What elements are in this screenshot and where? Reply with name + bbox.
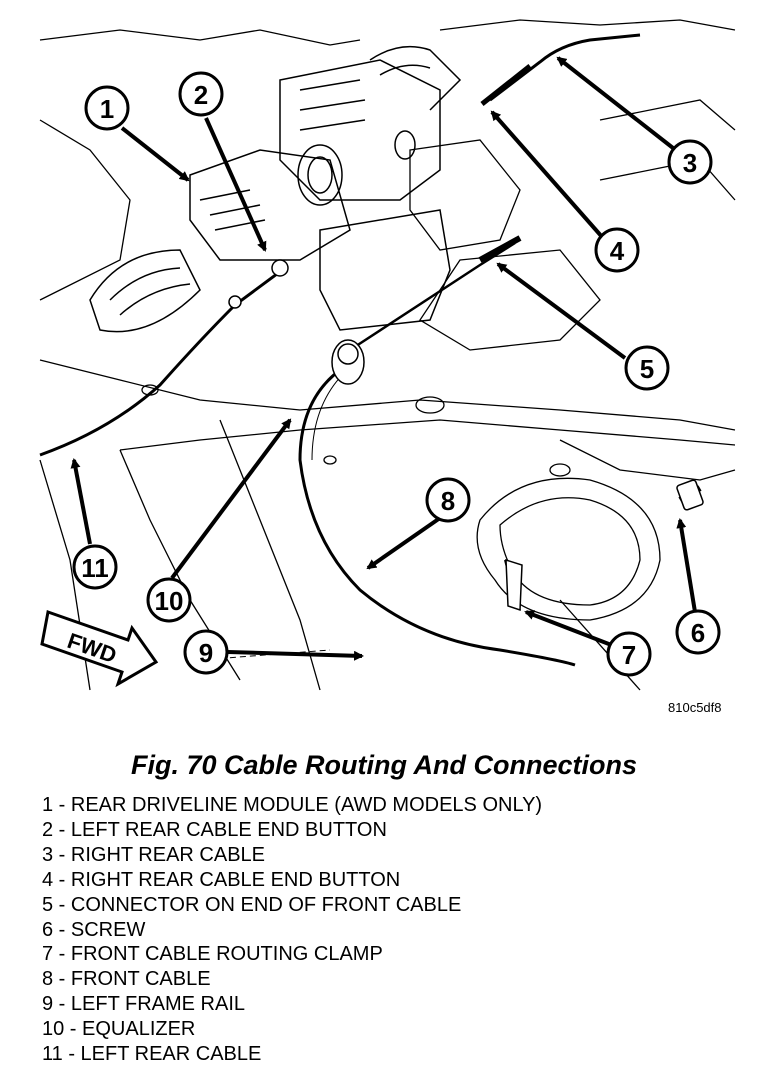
callout-8: 8 (441, 486, 455, 516)
legend-item: 5 - CONNECTOR ON END OF FRONT CABLE (42, 893, 462, 916)
legend-item: 6 - SCREW (42, 918, 146, 941)
fwd-direction-arrow: FWD (40, 610, 159, 688)
callout-numbers: 1 2 3 4 5 6 7 8 9 10 11 (81, 80, 705, 670)
routing-clamp (505, 558, 523, 612)
callout-7: 7 (622, 640, 636, 670)
callout-circles (72, 71, 721, 677)
legend-item: 9 - LEFT FRAME RAIL (42, 993, 246, 1016)
legend-item: 1 - REAR DRIVELINE MODULE (AWD MODELS ON… (42, 794, 543, 816)
legend-item: 2 - LEFT REAR CABLE END BUTTON (42, 818, 387, 841)
front-cable-connector (349, 241, 516, 352)
legend-item: 7 - FRONT CABLE ROUTING CLAMP (42, 943, 383, 966)
right-rear-cable (489, 33, 641, 102)
callout-4: 4 (610, 236, 625, 266)
legend-list: 1 - REAR DRIVELINE MODULE (AWD MODELS ON… (42, 793, 542, 1067)
legend-item: 4 - RIGHT REAR CABLE END BUTTON (42, 868, 401, 891)
callout-6: 6 (691, 618, 705, 648)
image-code: 810c5df8 (668, 700, 722, 715)
leader-arrows (70, 56, 697, 661)
left-rear-cable (39, 266, 286, 457)
screw (676, 479, 704, 511)
cable-routing-illustration: 1 2 3 4 5 6 7 8 9 10 11 FWD (39, 19, 736, 691)
callout-10: 10 (155, 586, 184, 616)
legend-item: 10 - EQUALIZER (42, 1018, 196, 1041)
callout-1: 1 (100, 94, 114, 124)
callout-5: 5 (640, 354, 654, 384)
callout-9: 9 (199, 638, 213, 668)
front-cable (298, 368, 576, 667)
legend-item: 11 - LEFT REAR CABLE (42, 1043, 262, 1066)
callout-3: 3 (683, 148, 697, 178)
parking-brake-cables (39, 33, 702, 667)
legend-item: 8 - FRONT CABLE (42, 968, 211, 991)
small-parts (228, 259, 704, 612)
callout-11: 11 (81, 553, 109, 583)
figure-caption: Fig. 70 Cable Routing And Connections (131, 750, 637, 780)
rear-driveline-module (89, 45, 462, 333)
right-rear-cable-end (480, 64, 532, 106)
floor-pan (39, 19, 736, 691)
legend-item: 3 - RIGHT REAR CABLE (42, 843, 266, 866)
callout-2: 2 (194, 80, 208, 110)
